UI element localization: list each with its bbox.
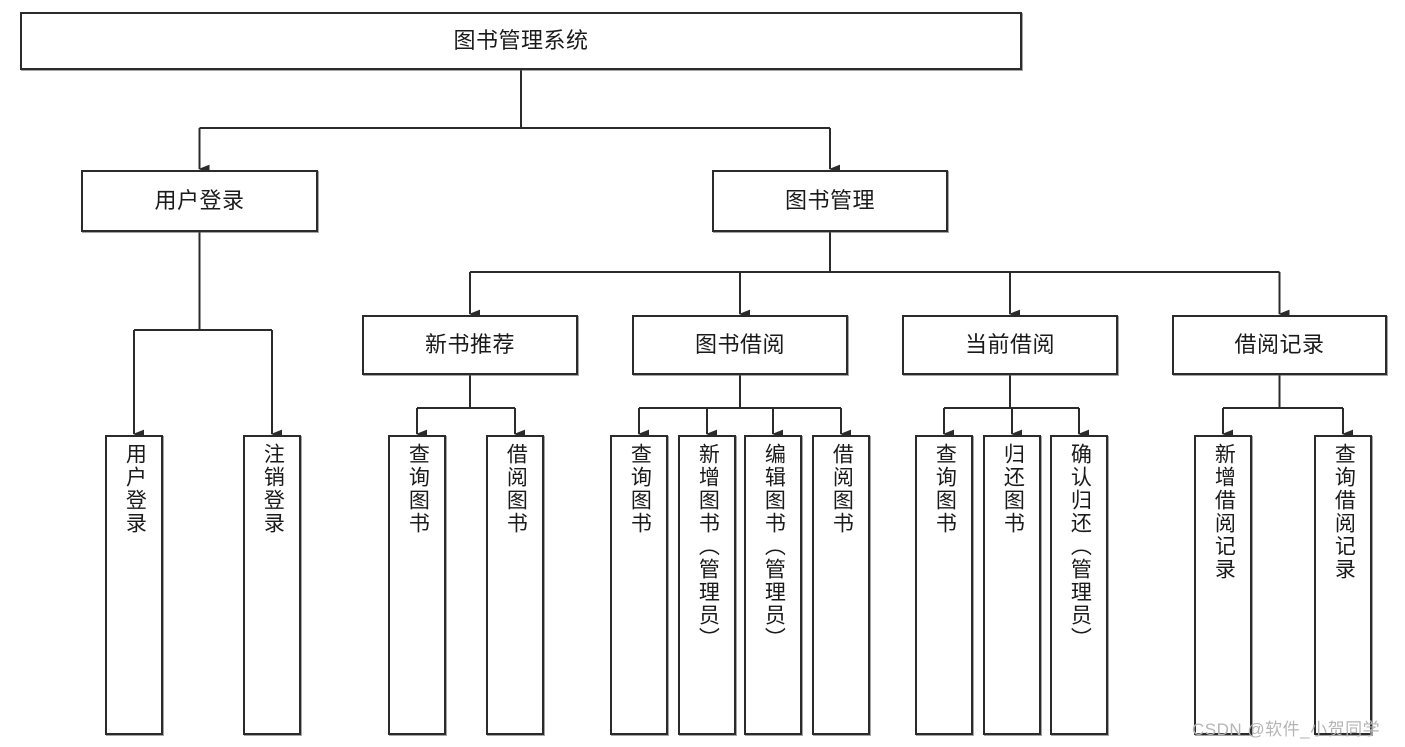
leaf-node-用户登录-0: 用户登录: [105, 435, 163, 735]
node-label: 查询图书: [406, 443, 430, 535]
node-label: 注销登录: [261, 443, 285, 535]
node-label: 借阅图书: [504, 443, 528, 535]
node-label: 图书借阅: [694, 331, 785, 357]
level3-node-新书推荐-0: 新书推荐: [362, 315, 578, 375]
leaf-node-查询图书-4: 查询图书: [610, 435, 668, 735]
node-label: 查询借阅记录: [1332, 443, 1356, 581]
node-label: 新书推荐: [424, 331, 515, 357]
leaf-node-注销登录-1: 注销登录: [243, 435, 301, 735]
node-label: 借阅记录: [1234, 331, 1325, 357]
leaf-node-新增借阅记录-11: 新增借阅记录: [1194, 435, 1252, 735]
node-label: 用户登录: [154, 187, 245, 213]
node-label: 新增图书（管理员）: [696, 443, 720, 650]
node-label: 确认归还（管理员）: [1068, 443, 1092, 650]
leaf-node-查询图书-2: 查询图书: [388, 435, 446, 735]
node-label: 编辑图书（管理员）: [762, 443, 786, 650]
leaf-node-查询借阅记录-12: 查询借阅记录: [1314, 435, 1372, 735]
leaf-node-新增图书管理员-5: 新增图书（管理员）: [678, 435, 736, 735]
level3-node-图书借阅-1: 图书借阅: [632, 315, 848, 375]
leaf-node-借阅图书-3: 借阅图书: [486, 435, 544, 735]
leaf-node-归还图书-9: 归还图书: [983, 435, 1041, 735]
root-node-图书管理系统: 图书管理系统: [20, 12, 1022, 70]
level2-node-图书管理-1: 图书管理: [712, 170, 948, 232]
node-label: 归还图书: [1001, 443, 1025, 535]
node-label: 查询图书: [628, 443, 652, 535]
leaf-node-编辑图书管理员-6: 编辑图书（管理员）: [744, 435, 802, 735]
level3-node-借阅记录-3: 借阅记录: [1172, 315, 1387, 375]
node-label: 借阅图书: [830, 443, 854, 535]
leaf-node-借阅图书-7: 借阅图书: [812, 435, 870, 735]
leaf-node-查询图书-8: 查询图书: [915, 435, 973, 735]
level3-node-当前借阅-2: 当前借阅: [902, 315, 1118, 375]
node-label: 用户登录: [123, 443, 147, 535]
level2-node-用户登录-0: 用户登录: [81, 170, 318, 232]
node-label: 图书管理系统: [453, 27, 589, 53]
node-label: 新增借阅记录: [1212, 443, 1236, 581]
node-label: 图书管理: [784, 187, 875, 213]
node-label: 查询图书: [933, 443, 957, 535]
node-label: 当前借阅: [964, 331, 1055, 357]
leaf-node-确认归还管理员-10: 确认归还（管理员）: [1050, 435, 1108, 735]
